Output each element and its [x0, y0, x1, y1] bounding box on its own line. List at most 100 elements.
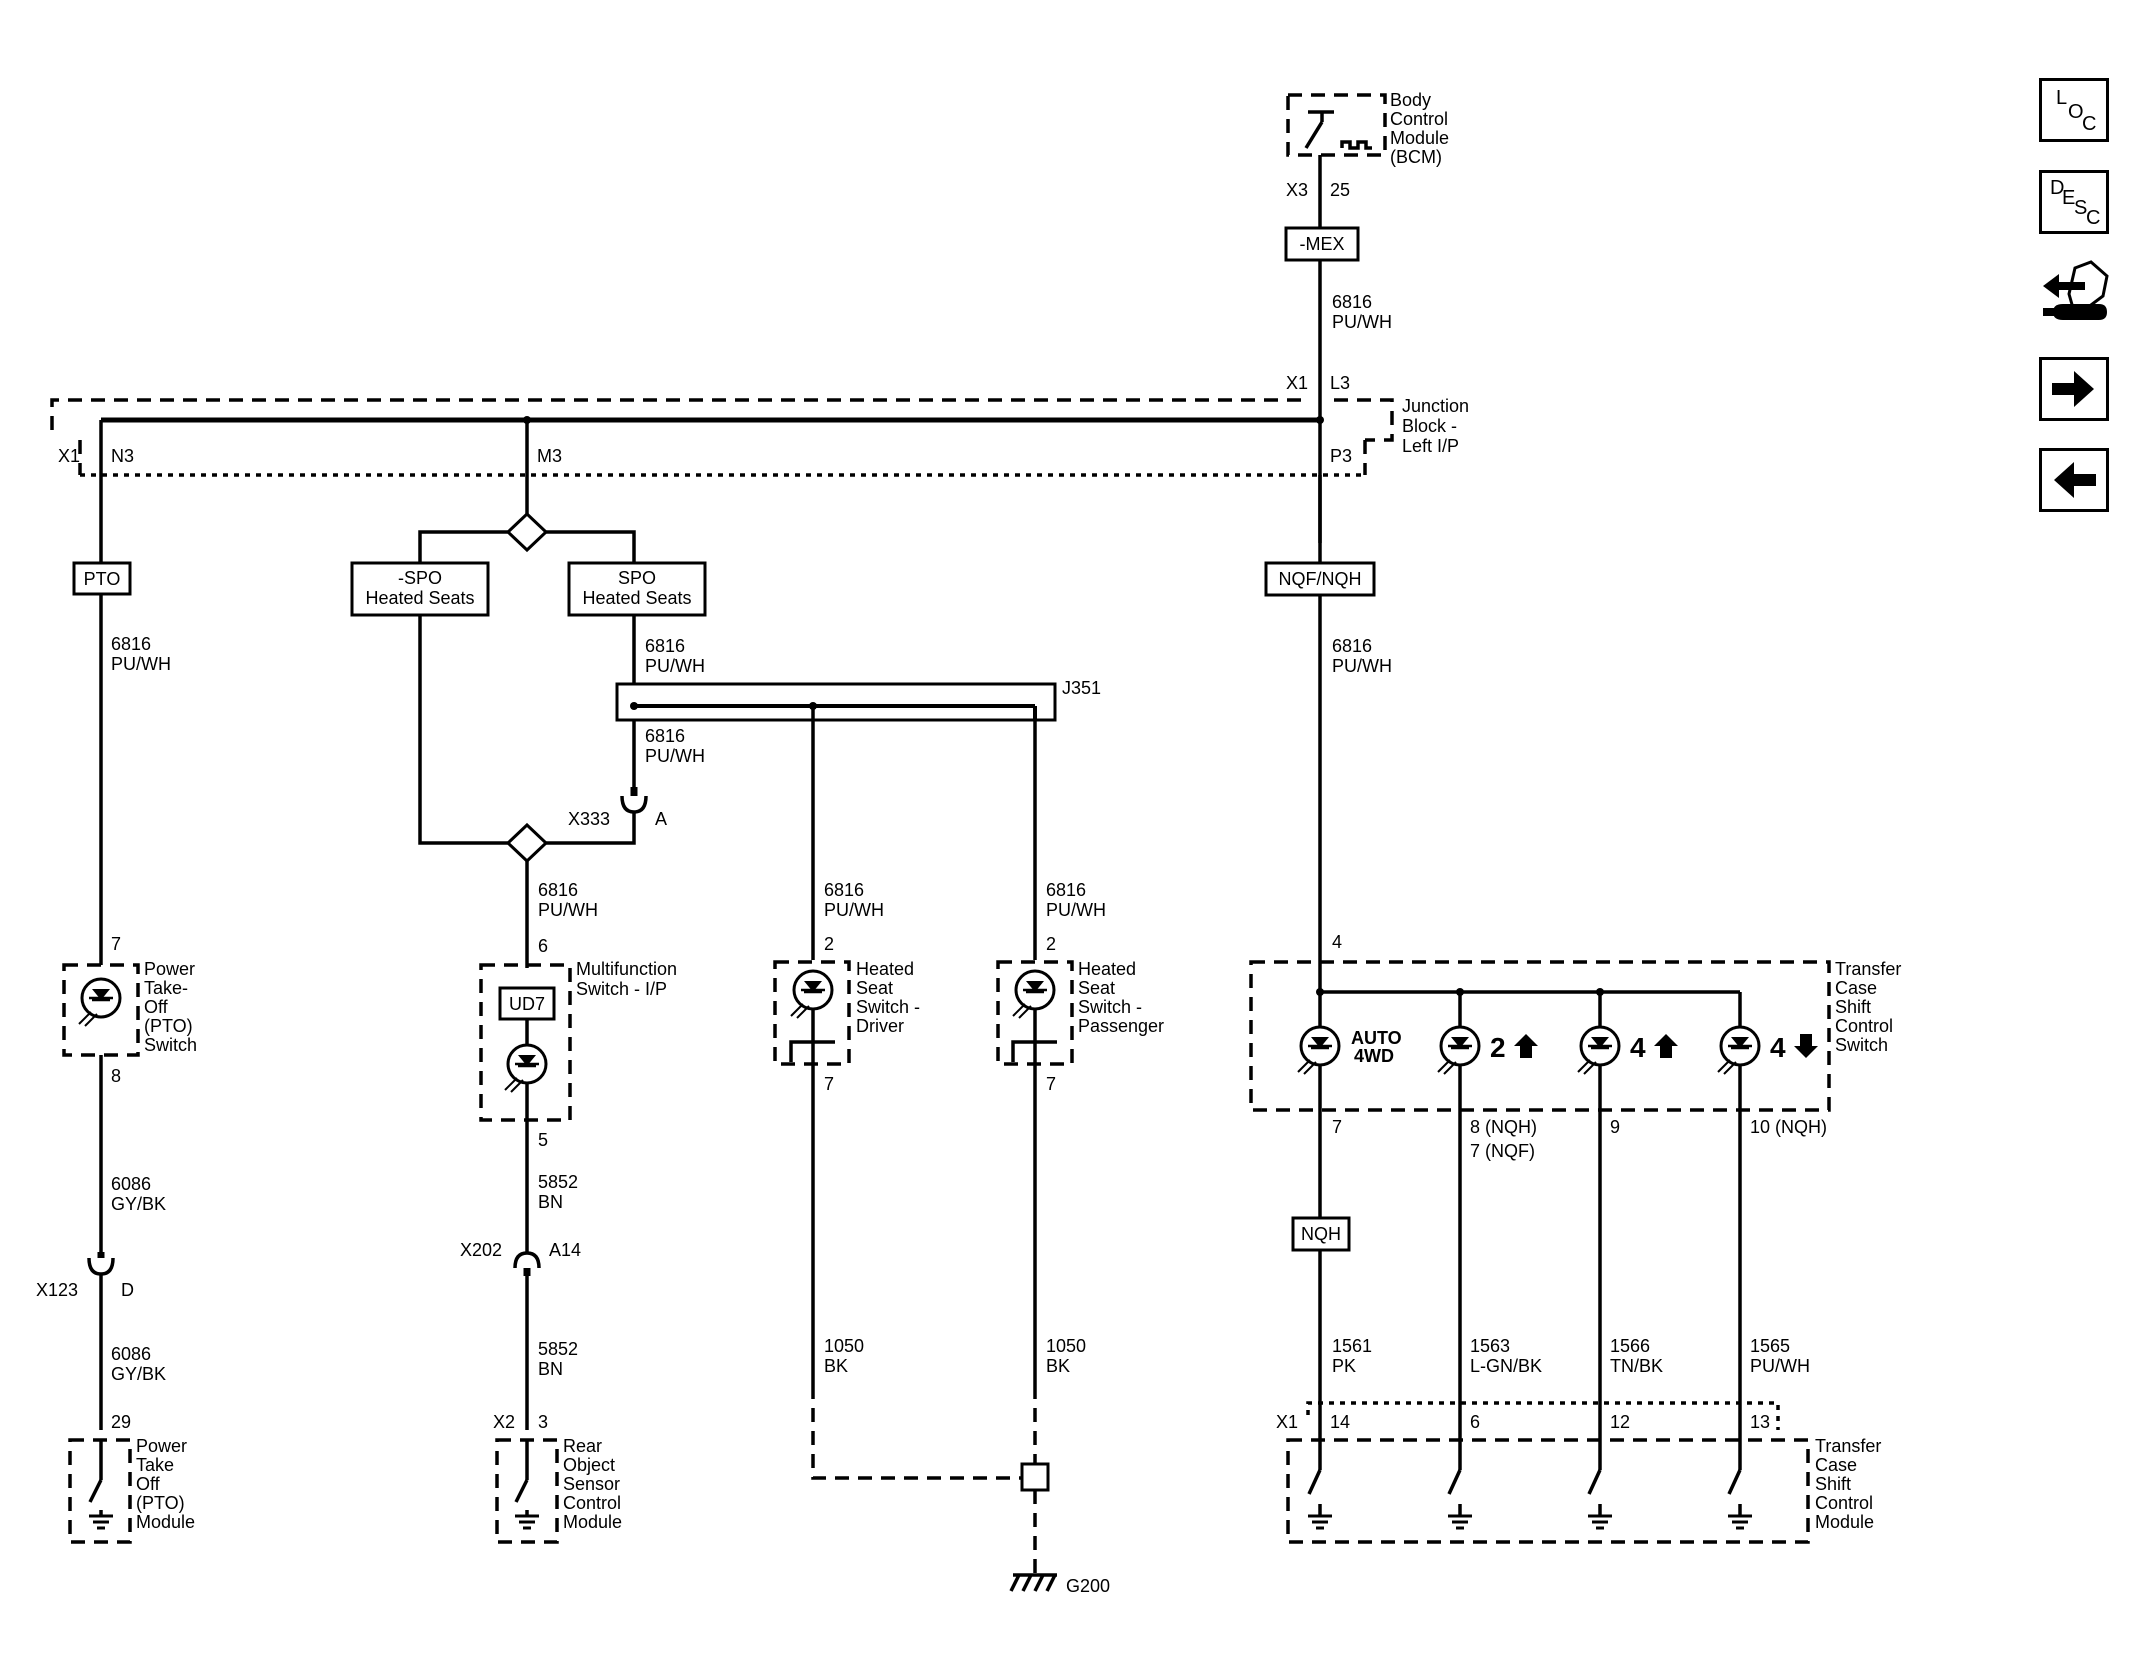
tc-wire2-circuit: 1563 [1470, 1336, 1510, 1356]
mfs-name-2: Switch - I/P [576, 979, 667, 999]
pto-wire2-color: GY/BK [111, 1194, 166, 1214]
driver-name-3: Switch - [856, 997, 920, 1017]
rosm-name-2: Object [563, 1455, 615, 1475]
ind-auto-1: AUTO [1351, 1028, 1402, 1048]
ind-2: 2 [1490, 1032, 1506, 1063]
pto-module-name-2: Take [136, 1455, 174, 1475]
passenger-wire-circuit: 6816 [1046, 880, 1086, 900]
option-no-spo-2: Heated Seats [365, 588, 474, 608]
bcm-module: Body Control Module (BCM) [1286, 90, 1449, 167]
next-page-button[interactable] [2039, 357, 2109, 421]
pto-module: Power Take Off (PTO) Module [68, 1436, 195, 1544]
splice-j351: J351 [615, 678, 1101, 722]
pto-switch-name-2: Take- [144, 978, 188, 998]
pto-pin-in: 7 [111, 934, 121, 954]
driver-name-2: Seat [856, 978, 893, 998]
locator-button[interactable]: L O C [2039, 78, 2109, 142]
pto-module-name-5: Module [136, 1512, 195, 1532]
x333-pin: A [655, 809, 667, 829]
up-arrow-icon [1514, 1034, 1538, 1058]
driver-pin-out: 7 [824, 1074, 834, 1094]
tcm-name-3: Shift [1815, 1474, 1851, 1494]
mfs-pin-out: 5 [538, 1130, 548, 1150]
passenger-name-4: Passenger [1078, 1016, 1164, 1036]
tc-wire-circuit: 6816 [1332, 636, 1372, 656]
desc-d: D [2050, 177, 2065, 199]
pto-switch-name-5: Switch [144, 1035, 197, 1055]
pto-module-name-4: (PTO) [136, 1493, 185, 1513]
pto-pin-out: 8 [111, 1066, 121, 1086]
tc-wire4-circuit: 1565 [1750, 1336, 1790, 1356]
desc-s: S [2074, 197, 2088, 219]
junction-pin-l3: L3 [1330, 373, 1350, 393]
loc-o: O [2068, 101, 2084, 123]
tc-switch-name-2: Case [1835, 978, 1877, 998]
option-mex-box [1284, 226, 1360, 262]
pto-wire1-color: PU/WH [111, 654, 171, 674]
tc-wire2-color: L-GN/BK [1470, 1356, 1542, 1376]
pto-switch-name-1: Power [144, 959, 195, 979]
junction-name-3: Left I/P [1402, 436, 1459, 456]
tc-pin-7: 7 [1332, 1117, 1342, 1137]
pto-module-name-1: Power [136, 1436, 187, 1456]
tc-pin-10-nqh: 10 (NQH) [1750, 1117, 1827, 1137]
junction-conn-bottom: X1 [58, 446, 80, 466]
bcm-name-2: Control [1390, 109, 1448, 129]
tcm-pin-13: 13 [1750, 1412, 1770, 1432]
desc-e: E [2062, 187, 2076, 209]
mfs-wire2-color: BN [538, 1192, 563, 1212]
g200-label: G200 [1066, 1576, 1110, 1596]
tc-wire-color: PU/WH [1332, 656, 1392, 676]
passenger-pin-out: 7 [1046, 1074, 1056, 1094]
seat-wire-a-color: PU/WH [645, 656, 705, 676]
tc-pin-7-nqf: 7 (NQF) [1470, 1141, 1535, 1161]
option-pto: PTO [84, 569, 121, 589]
option-ud7: UD7 [509, 994, 545, 1014]
arrow-left-icon [2054, 462, 2096, 498]
loc-l: L [2056, 87, 2068, 109]
bcm-name-1: Body [1390, 90, 1431, 110]
driver-pin-in: 2 [824, 934, 834, 954]
tcm-conn: X1 [1276, 1412, 1298, 1432]
up-arrow-icon [1654, 1034, 1678, 1058]
rosm-pin: 3 [538, 1412, 548, 1432]
pto-switch-name-4: (PTO) [144, 1016, 193, 1036]
tc-switch-name-3: Shift [1835, 997, 1871, 1017]
wire-top-circuit: 6816 [1332, 292, 1372, 312]
pto-switch-name-3: Off [144, 997, 169, 1017]
tcm-name-5: Module [1815, 1512, 1874, 1532]
tc-pin-9: 9 [1610, 1117, 1620, 1137]
seat-wire-b-color: PU/WH [645, 746, 705, 766]
pto-module-pin: 29 [111, 1412, 131, 1432]
rosm-name-1: Rear [563, 1436, 602, 1456]
previous-page-button[interactable] [2039, 448, 2109, 512]
x202-pin: A14 [549, 1240, 581, 1260]
connector-exchange-icon[interactable] [2039, 256, 2111, 338]
tc-wire3-color: TN/BK [1610, 1356, 1663, 1376]
pto-wire3-circuit: 6086 [111, 1344, 151, 1364]
multifunction-switch: UD7 Multifunction Switch - I/P [479, 959, 677, 1122]
tc-pin-in: 4 [1332, 932, 1342, 952]
arrow-right-icon [2052, 371, 2094, 407]
loc-c: C [2082, 113, 2097, 135]
ind-4-high: 4 [1630, 1032, 1646, 1063]
seat-wire-b-circuit: 6816 [645, 726, 685, 746]
description-button[interactable]: D E S C [2039, 170, 2109, 234]
pto-switch: Power Take- Off (PTO) Switch [62, 959, 197, 1057]
bcm-name-4: (BCM) [1390, 147, 1442, 167]
bcm-name-3: Module [1390, 128, 1449, 148]
heated-seat-switch-passenger: Heated Seat Switch - Passenger [996, 959, 1164, 1066]
option-join-bottom [505, 822, 549, 864]
tc-wire1-circuit: 1561 [1332, 1336, 1372, 1356]
tcm-pin-12: 12 [1610, 1412, 1630, 1432]
mfs-wire3-circuit: 5852 [538, 1339, 578, 1359]
option-mex: -MEX [1300, 234, 1345, 254]
junction-block: Junction Block - Left I/P X1 N3 M3 P3 [50, 396, 1469, 477]
passenger-wire2-circuit: 1050 [1046, 1336, 1086, 1356]
rosm-name-5: Module [563, 1512, 622, 1532]
passenger-pin-in: 2 [1046, 934, 1056, 954]
down-arrow-icon [1794, 1034, 1818, 1058]
rear-object-sensor-module: Rear Object Sensor Control Module [495, 1436, 622, 1544]
x202-label: X202 [460, 1240, 502, 1260]
